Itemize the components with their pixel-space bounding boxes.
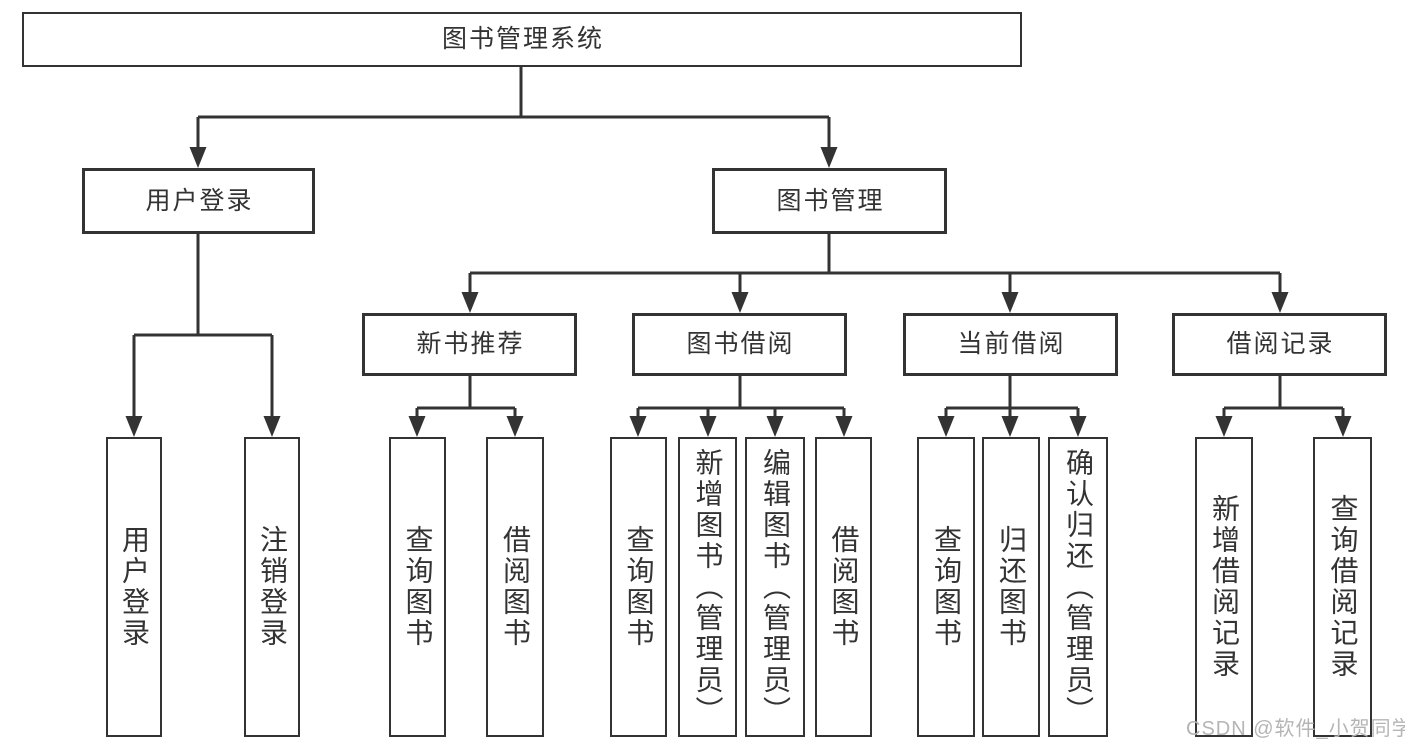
node-borrow-records: 借阅记录 <box>1172 313 1387 376</box>
node-leaf-query-books-borrow: 查询图书 <box>610 437 667 737</box>
node-borrow-records-label: 借阅记录 <box>1226 330 1335 358</box>
node-leaf-borrow-books-recommend-label: 借阅图书 <box>500 525 531 649</box>
node-current-borrowing-label: 当前借阅 <box>957 330 1066 358</box>
node-leaf-logout: 注销登录 <box>244 437 300 737</box>
node-leaf-edit-books-admin: 编辑图书（管理员） <box>745 437 805 737</box>
node-leaf-query-books-current-label: 查询图书 <box>931 525 962 649</box>
node-new-book-recommend-label: 新书推荐 <box>416 330 525 358</box>
node-leaf-logout-label: 注销登录 <box>257 525 288 649</box>
node-leaf-query-borrow-record-label: 查询借阅记录 <box>1327 494 1359 680</box>
node-leaf-add-books-admin-label: 新增图书（管理员） <box>692 447 724 727</box>
node-leaf-query-books-borrow-label: 查询图书 <box>623 525 655 649</box>
node-root-system-label: 图书管理系统 <box>441 25 604 53</box>
node-book-management: 图书管理 <box>712 168 947 234</box>
node-leaf-borrow-books-recommend: 借阅图书 <box>486 437 544 737</box>
node-leaf-add-books-admin: 新增图书（管理员） <box>678 437 737 737</box>
node-leaf-borrow-books-label: 借阅图书 <box>828 525 860 649</box>
node-book-borrowing: 图书借阅 <box>632 313 847 376</box>
node-user-login: 用户登录 <box>82 168 315 234</box>
node-leaf-query-books-recommend: 查询图书 <box>389 437 446 737</box>
node-root-system: 图书管理系统 <box>22 12 1022 67</box>
node-leaf-confirm-return-admin: 确认归还（管理员） <box>1048 437 1108 737</box>
node-leaf-return-books: 归还图书 <box>982 437 1040 737</box>
node-book-borrowing-label: 图书借阅 <box>686 330 795 358</box>
node-leaf-edit-books-admin-label: 编辑图书（管理员） <box>760 447 791 727</box>
node-user-login-label: 用户登录 <box>145 186 254 215</box>
node-leaf-query-books-current: 查询图书 <box>917 437 975 737</box>
node-leaf-return-books-label: 归还图书 <box>996 525 1027 649</box>
arrowheads <box>125 147 1352 437</box>
node-leaf-user-login: 用户登录 <box>106 437 162 737</box>
node-leaf-borrow-books: 借阅图书 <box>815 437 872 737</box>
node-current-borrowing: 当前借阅 <box>903 313 1118 376</box>
node-leaf-user-login-label: 用户登录 <box>119 525 150 649</box>
node-leaf-add-borrow-record: 新增借阅记录 <box>1195 437 1253 737</box>
node-book-management-label: 图书管理 <box>776 186 885 215</box>
node-new-book-recommend: 新书推荐 <box>362 313 577 376</box>
node-leaf-add-borrow-record-label: 新增借阅记录 <box>1209 494 1240 680</box>
node-leaf-query-borrow-record: 查询借阅记录 <box>1313 437 1372 737</box>
node-leaf-confirm-return-admin-label: 确认归还（管理员） <box>1063 447 1094 727</box>
watermark: CSDN @软件_小贺同学 <box>1186 718 1405 740</box>
node-leaf-query-books-recommend-label: 查询图书 <box>402 525 434 649</box>
